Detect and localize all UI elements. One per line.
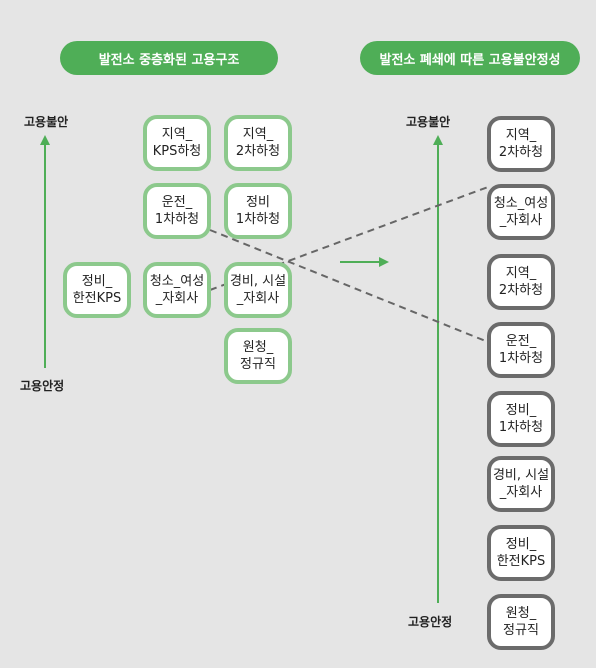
left-title: 발전소 중층화된 고용구조 <box>60 41 278 75</box>
left-box-maintenance-kps: 정비_한전KPS <box>63 262 131 318</box>
right-box-maintenance-1st-sub: 정비_1차하청 <box>487 391 555 447</box>
right-box-security-facility-subsidiary: 경비, 시설_자회사 <box>487 456 555 512</box>
left-box-regional-kps-sub: 지역_KPS하청 <box>143 115 211 171</box>
right-box-maintenance-kps: 정비_한전KPS <box>487 525 555 581</box>
left-box-regional-2nd-sub: 지역_2차하청 <box>224 115 292 171</box>
right-axis-top-label: 고용불안 <box>406 115 451 129</box>
right-axis-bottom-label: 고용안정 <box>408 615 453 629</box>
left-axis-top-label: 고용불안 <box>24 115 69 129</box>
left-axis-bottom-label: 고용안정 <box>20 379 65 393</box>
right-box-regional-2nd-sub: 지역_2차하청 <box>487 116 555 172</box>
right-box-prime-regular: 원청_정규직 <box>487 594 555 650</box>
right-box-operation-1st-sub: 운전_1차하청 <box>487 322 555 378</box>
left-box-prime-regular: 원청_정규직 <box>224 328 292 384</box>
dashed-connector-operation <box>209 229 489 343</box>
left-box-security-facility-subsidiary: 경비, 시설_자회사 <box>224 262 292 318</box>
right-box-regional-2nd-sub-2: 지역_2차하청 <box>487 254 555 310</box>
left-box-cleaning-subsidiary: 청소_여성_자회사 <box>143 262 211 318</box>
right-box-cleaning-subsidiary: 청소_여성_자회사 <box>487 184 555 240</box>
left-box-operation-1st-sub: 운전_1차하청 <box>143 183 211 239</box>
right-title: 발전소 폐쇄에 따른 고용불안정성 <box>360 41 580 75</box>
